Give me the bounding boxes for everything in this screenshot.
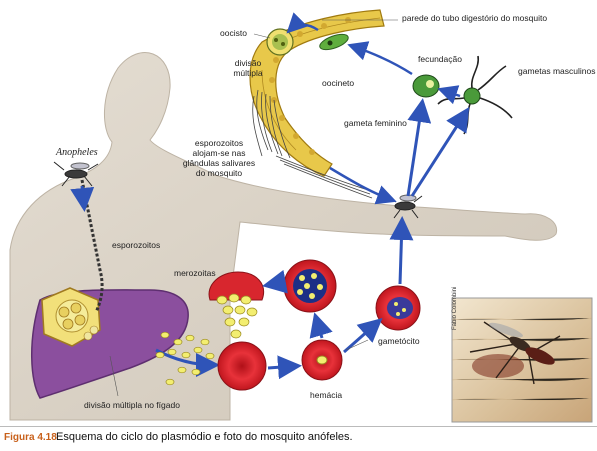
- gametocyte-red-cell: [376, 286, 420, 330]
- label-division-line1: divisão: [228, 58, 268, 68]
- label-sporozoites: esporozoitos: [112, 240, 160, 250]
- label-fertilization: fecundação: [418, 54, 462, 64]
- figure-caption: Esquema do ciclo do plasmódio e foto do …: [56, 431, 353, 443]
- arrow-mosquito-to-body: [82, 186, 84, 206]
- label-gametocyte: gametócito: [378, 336, 420, 346]
- schizont-red-cell: [284, 260, 336, 312]
- oocyst: [267, 29, 293, 55]
- label-salivary-line3: glândulas salivares: [164, 158, 274, 168]
- label-male-gametes: gametas masculinos: [518, 66, 595, 76]
- female-gamete: [413, 75, 439, 97]
- label-salivary-line1: esporozoitos: [164, 138, 274, 148]
- label-liver-division: divisão múltipla no fígado: [84, 400, 180, 410]
- arrow-rbc-to-infected: [268, 366, 296, 368]
- liver-cell-magnified: [42, 288, 100, 346]
- label-salivary-line4: do mosquito: [164, 168, 274, 178]
- label-red-cell: hemácia: [310, 390, 342, 400]
- arrow-gut-to-salivary: [330, 168, 392, 200]
- label-salivary-line2: alojam-se nas: [164, 148, 274, 158]
- label-oocyst: oocisto: [220, 28, 247, 38]
- arrow-infected-to-schizont: [316, 318, 322, 338]
- label-division-multiple: divisão múltipla: [228, 58, 268, 78]
- male-gametes: [438, 56, 512, 134]
- label-gut-wall: parede do tubo digestório do mosquito: [402, 13, 547, 23]
- label-female-gamete: gameta feminino: [344, 118, 407, 128]
- label-salivary: esporozoitos alojam-se nas glândulas sal…: [164, 138, 274, 178]
- arrow-fertilization-to-ookinete: [352, 46, 412, 74]
- label-merozoites: merozoitas: [174, 268, 216, 278]
- photo-credit: Fabio Colombini: [452, 287, 458, 330]
- arrow-infected-to-gametocyte: [344, 322, 378, 352]
- red-blood-cell-main: [218, 342, 266, 390]
- arrow-gametocyte-to-mosquito: [400, 222, 402, 284]
- label-anopheles: Anopheles: [56, 148, 98, 158]
- life-cycle-diagram: [0, 0, 597, 426]
- figure-number: Figura 4.18: [4, 432, 57, 443]
- arrow-male-to-female: [442, 90, 460, 96]
- mosquito-photo: [452, 298, 592, 422]
- label-division-line2: múltipla: [228, 68, 268, 78]
- label-ookinete: oocineto: [322, 78, 354, 88]
- arrow-schizont-to-burst: [268, 282, 284, 285]
